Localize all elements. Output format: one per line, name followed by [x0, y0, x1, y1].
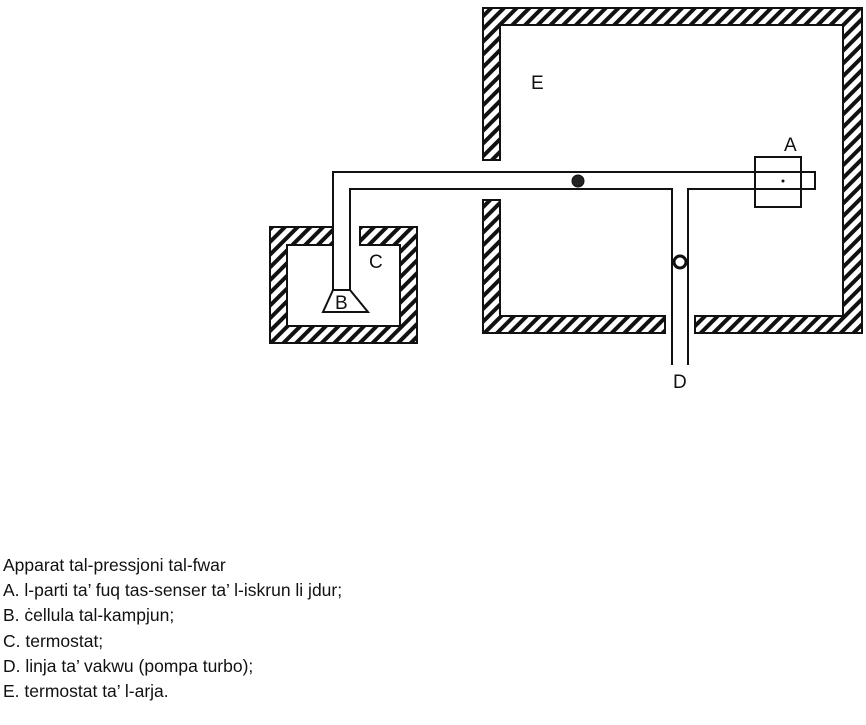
sensor-dot: [781, 179, 785, 183]
pipework: [332, 171, 816, 365]
caption-item-e: E. termostat ta’ l-arja.: [3, 681, 169, 702]
caption-title: Apparat tal-pressjoni tal-fwar: [3, 555, 226, 575]
caption-item-c: C. termostat;: [3, 630, 104, 651]
label-a: A: [784, 135, 797, 156]
caption-item-b: B. ċellula tal-kampjun;: [3, 605, 175, 626]
caption-item-a: A. l-parti ta’ fuq tas-senser ta’ l-iskr…: [3, 580, 343, 601]
thermostat-enclosure: [269, 226, 418, 344]
label-d: D: [673, 372, 687, 393]
sample-cell: [321, 289, 371, 313]
caption-item-d: D. linja ta’ vakwu (pompa turbo);: [3, 655, 254, 676]
label-c: C: [369, 252, 383, 273]
sensor-head: [754, 156, 802, 208]
figure-caption: Apparat tal-pressjoni tal-fwar A. l-part…: [3, 553, 342, 704]
label-b: B: [335, 293, 348, 314]
air-thermostat-enclosure: [482, 7, 863, 334]
valve-icon: [571, 174, 585, 188]
valve-icon: [672, 254, 688, 270]
label-e: E: [531, 73, 544, 94]
vapour-pressure-apparatus-diagram: E A C B D: [269, 7, 863, 393]
